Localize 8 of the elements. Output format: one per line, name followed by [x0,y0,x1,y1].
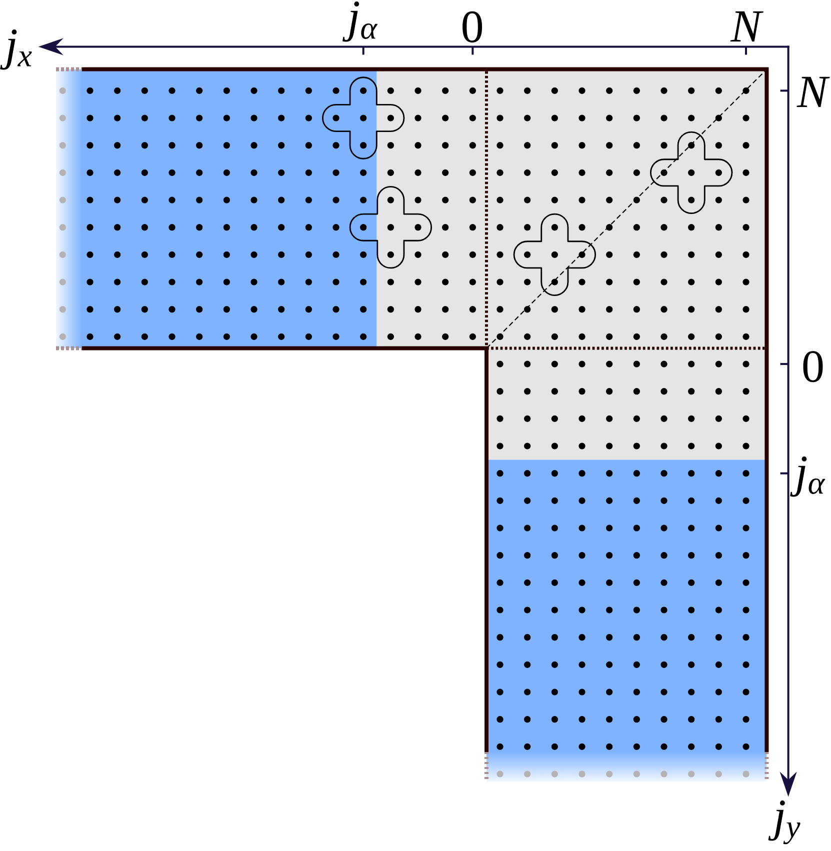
tick-label: j$_{α}$ [342,2,378,42]
axis-label: j$_{x}$ [0,30,32,70]
axis-label: j$_{y}$ [768,800,800,844]
tick-label: j$_{α}$ [790,456,826,497]
tick-label: 0 [803,351,823,382]
tick-label: 0 [462,11,482,42]
tick-label: N [730,11,764,42]
tick-label: N [796,76,830,107]
